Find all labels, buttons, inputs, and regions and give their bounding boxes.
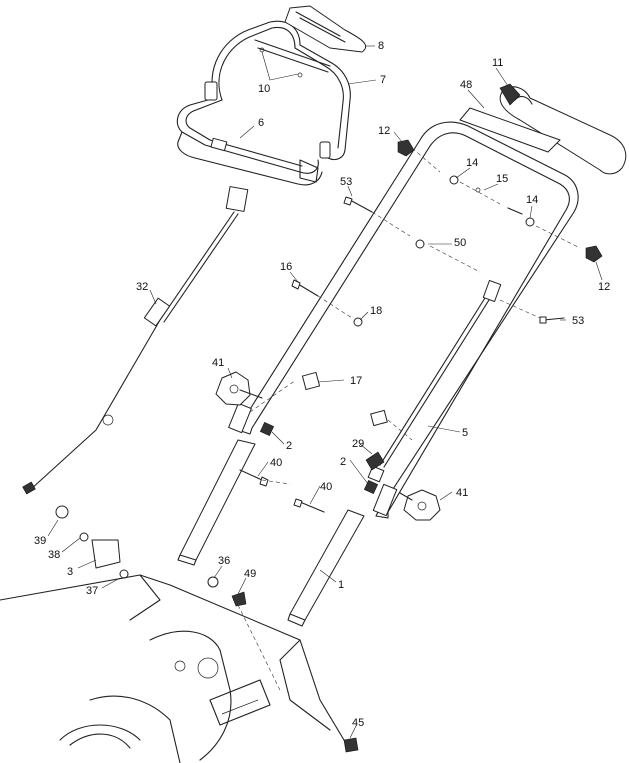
part-label-15: 15: [496, 173, 508, 185]
handle-label: [459, 107, 561, 153]
part-label-18: 18: [370, 305, 382, 317]
lower-handle-right: [287, 465, 398, 627]
part-label-2-left: 2: [286, 440, 292, 452]
part-label-14-right: 14: [526, 194, 538, 206]
part-label-39: 39: [34, 535, 46, 547]
part-label-36: 36: [218, 555, 230, 567]
lower-handle-left: [177, 402, 256, 566]
part-label-53-right: 53: [572, 315, 584, 327]
control-cable: [22, 186, 249, 495]
part-label-48: 48: [460, 79, 472, 91]
part-label-49: 49: [244, 568, 256, 580]
cable-segment-right: [365, 279, 502, 471]
part-label-41-right: 41: [456, 487, 468, 499]
part-label-17: 17: [350, 375, 362, 387]
control-plate: [254, 5, 367, 78]
part-label-5: 5: [462, 427, 468, 439]
part-label-29: 29: [352, 438, 364, 450]
assembly-lines: [249, 147, 581, 485]
bail-assembly: [176, 20, 351, 186]
part-label-2-right: 2: [340, 456, 346, 468]
part-label-7: 7: [380, 74, 386, 86]
part-label-6: 6: [258, 117, 264, 129]
part-label-50: 50: [454, 237, 466, 249]
part-label-40-right: 40: [320, 481, 332, 493]
knob-right: [399, 489, 441, 521]
part-labels: 8 7 10 6 11 48 12 14 15 14 53 50 12 53 1…: [34, 40, 610, 729]
part-label-41-left: 41: [212, 357, 224, 369]
part-label-14-left: 14: [466, 157, 478, 169]
part-label-10: 10: [258, 83, 270, 95]
part-label-45: 45: [352, 717, 364, 729]
part-label-3: 3: [67, 566, 73, 578]
part-label-12-top: 12: [378, 125, 390, 137]
part-label-16: 16: [280, 261, 292, 273]
part-label-38: 38: [48, 549, 60, 561]
handle-grip: [499, 83, 627, 175]
part-label-1: 1: [338, 579, 344, 591]
part-label-37: 37: [86, 585, 98, 597]
upper-handle: [237, 121, 579, 519]
part-label-12-right: 12: [598, 281, 610, 293]
part-label-8: 8: [378, 40, 384, 52]
part-label-40-left: 40: [270, 457, 282, 469]
part-label-11: 11: [492, 57, 503, 69]
mower-deck: [0, 574, 359, 763]
part-label-32: 32: [136, 281, 148, 293]
part-label-53-top: 53: [340, 176, 352, 188]
leader-lines: [47, 45, 603, 739]
knob-left: [215, 371, 263, 406]
cable-bracket: [55, 505, 129, 579]
